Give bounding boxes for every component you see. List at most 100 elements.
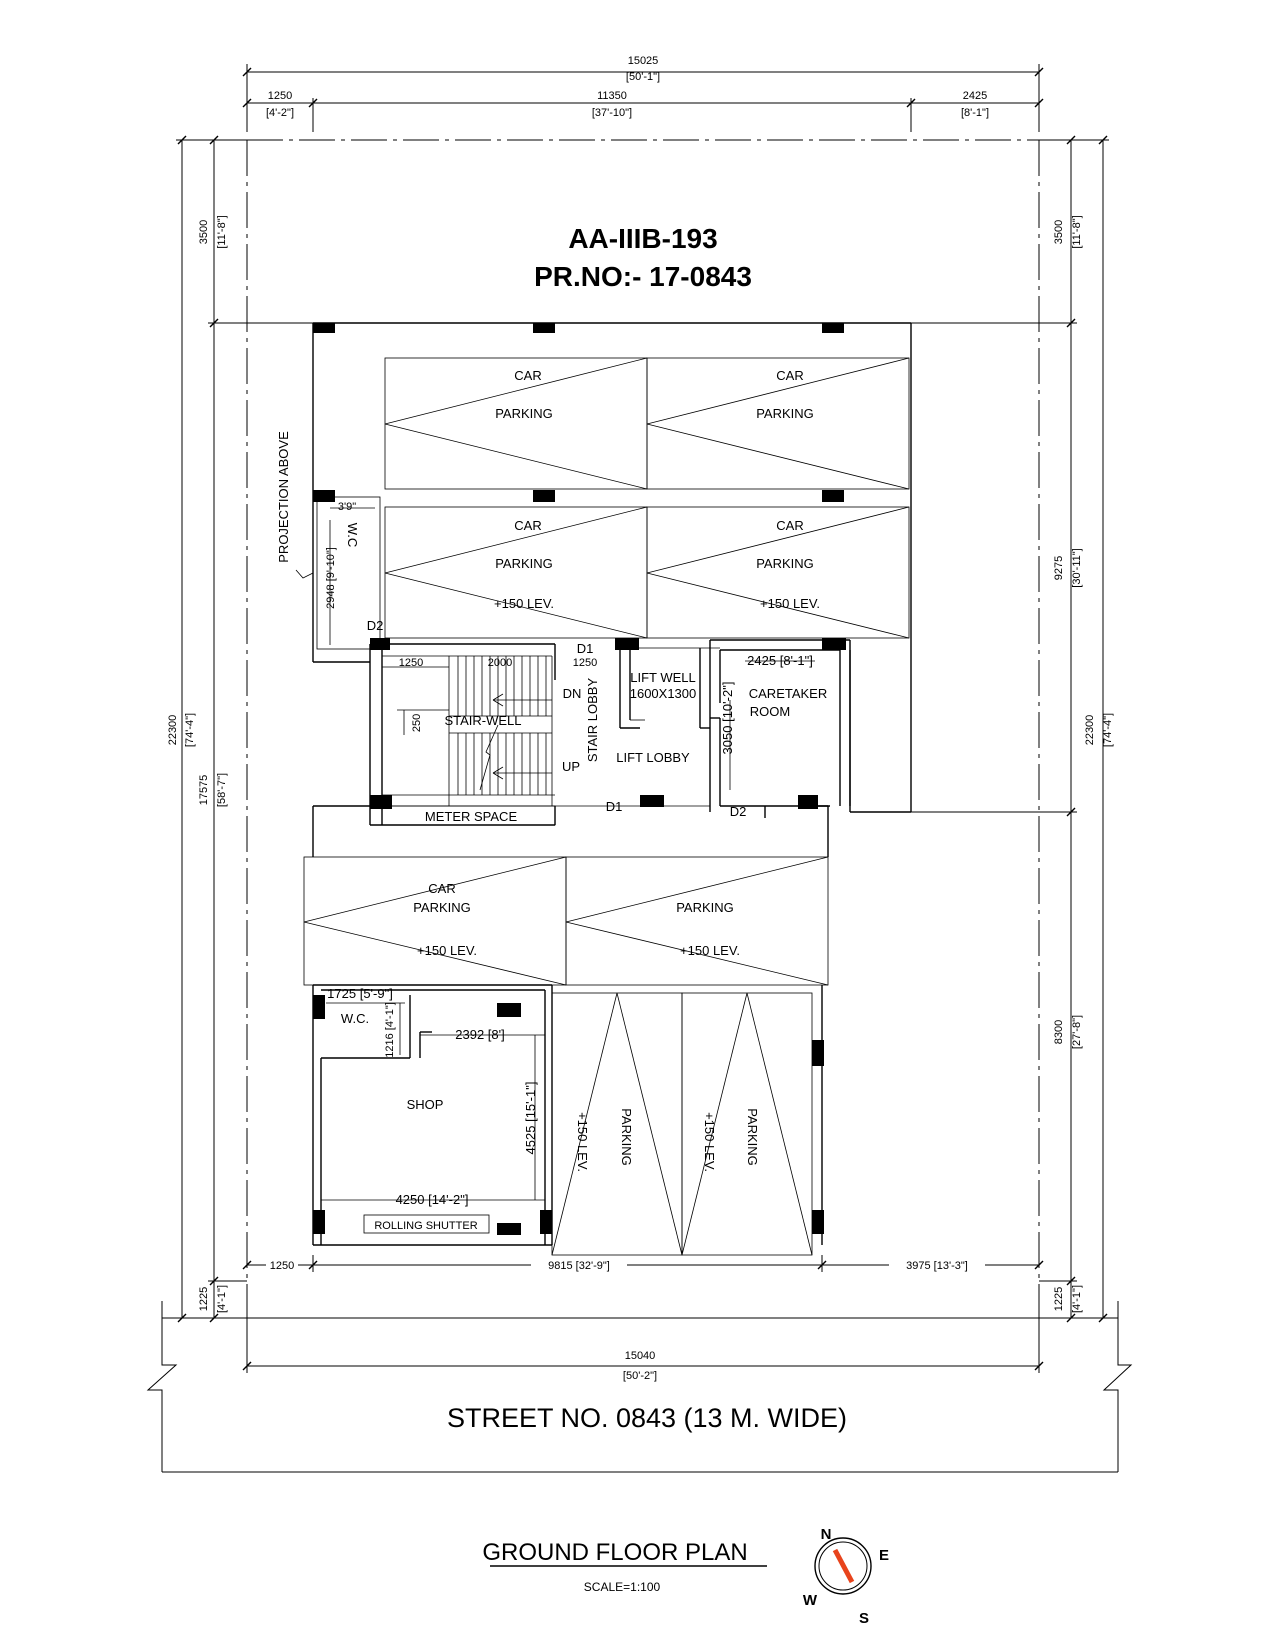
- right-dimension-lines: [911, 135, 1109, 1323]
- label-door-d1-upper: D1: [577, 641, 594, 656]
- dim-stair-1250-right: 1250: [573, 657, 597, 669]
- dim-stair-2000: 2000: [488, 657, 512, 669]
- label-parking-1: PARKING: [495, 406, 553, 421]
- drawing-title: GROUND FLOOR PLAN: [482, 1539, 747, 1566]
- dim-bottom-right: 3975 [13'-3"]: [906, 1260, 968, 1272]
- dim-stair-250: 250: [411, 714, 423, 732]
- label-parking-2: PARKING: [756, 406, 814, 421]
- dim-bottom-left: 1250: [270, 1260, 294, 1272]
- dim-top-mid: 11350: [597, 90, 627, 102]
- upper-wc-walls: [316, 496, 381, 650]
- label-parking-7: PARKING: [619, 1108, 634, 1166]
- label-door-d2-lower: D2: [730, 804, 747, 819]
- dim-left-bottom: 1225: [198, 1287, 210, 1311]
- compass-icon: [814, 1537, 872, 1595]
- label-lift-well: LIFT WELL: [630, 670, 696, 685]
- label-caretaker: CARETAKER: [749, 686, 828, 701]
- dim-right-bottom: 1225: [1053, 1287, 1065, 1311]
- label-projection-above: PROJECTION ABOVE: [276, 431, 291, 563]
- label-wc-upper-height: 2948 [9'-10"]: [325, 547, 337, 609]
- label-stair-lobby: STAIR LOBBY: [585, 678, 600, 763]
- label-parking-3: PARKING: [495, 556, 553, 571]
- label-rolling-shutter: ROLLING SHUTTER: [374, 1220, 477, 1232]
- dim-wc-lower-height: 1216 [4'-1"]: [384, 1002, 396, 1058]
- dim-wc-lower-width: 1725 [5'-9"]: [327, 986, 393, 1001]
- label-door-d1-lower: D1: [606, 799, 623, 814]
- dim-top-overall: 15025: [628, 55, 659, 67]
- dim-caretaker-width: 2425 [8'-1"]: [747, 653, 813, 668]
- label-parking-6: PARKING: [676, 900, 734, 915]
- dim-caretaker-height: 3050 [10'-2"]: [720, 682, 735, 755]
- lift-well-walls: [618, 640, 720, 812]
- pr-number: PR.NO:- 17-0843: [534, 261, 752, 292]
- dim-top-left: 1250: [268, 90, 292, 102]
- label-shop: SHOP: [407, 1097, 444, 1112]
- label-dn: DN: [563, 686, 582, 701]
- label-wc-upper-width: 3'9": [338, 501, 356, 513]
- label-lev-8: +150 LEV.: [702, 1112, 717, 1172]
- dim-street-width-ft: [50'-2"]: [623, 1370, 657, 1382]
- label-stair-well: STAIR-WELL: [444, 713, 521, 728]
- dim-top-right-ft: [8'-1"]: [961, 107, 989, 119]
- label-lev-4: +150 LEV.: [760, 596, 820, 611]
- label-car-1: CAR: [514, 368, 541, 383]
- label-door-d2-upper: D2: [367, 618, 384, 633]
- dim-stair-1250-left: 1250: [399, 657, 423, 669]
- label-lev-6: +150 LEV.: [680, 943, 740, 958]
- label-lev-3: +150 LEV.: [494, 596, 554, 611]
- dim-left-top: 3500: [198, 220, 210, 244]
- dim-left-overall-ft: [74'-4"]: [184, 713, 196, 747]
- compass-n: N: [821, 1526, 832, 1543]
- dim-right-top-ft: [11'-8"]: [1071, 215, 1083, 248]
- dim-right-top: 3500: [1053, 220, 1065, 244]
- dim-shop-width: 4250 [14'-2"]: [396, 1192, 469, 1207]
- plot-id: AA-IIIB-193: [568, 223, 717, 254]
- street: [146, 1301, 1133, 1473]
- label-lift-lobby: LIFT LOBBY: [616, 750, 690, 765]
- projection-leader: [295, 569, 314, 579]
- top-dimension-lines: [242, 64, 1044, 132]
- dim-bottom-mid: 9815 [32'-9"]: [548, 1260, 610, 1272]
- label-car-3: CAR: [514, 518, 541, 533]
- dim-left-top-ft: [11'-8"]: [216, 215, 228, 248]
- dim-left-bottom-ft: [4'-1"]: [216, 1285, 228, 1313]
- left-dimension-lines: [176, 135, 313, 1323]
- label-car-2: CAR: [776, 368, 803, 383]
- dim-top-right: 2425: [963, 90, 987, 102]
- label-up: UP: [562, 759, 580, 774]
- dim-left-overall: 22300: [167, 715, 179, 746]
- dim-shop-height: 4525 [15'-1"]: [523, 1082, 538, 1155]
- dim-right-overall: 22300: [1084, 715, 1096, 746]
- label-parking-5: PARKING: [413, 900, 471, 915]
- drawing-scale: SCALE=1:100: [584, 1580, 661, 1594]
- middle-parking-bays: [303, 856, 829, 986]
- label-car-4: CAR: [776, 518, 803, 533]
- dim-right-mid: 9275: [1053, 556, 1065, 580]
- compass-s: S: [859, 1610, 869, 1627]
- dim-top-overall-ft: [50'-1"]: [626, 71, 660, 83]
- compass-w: W: [803, 1592, 818, 1609]
- street-name: STREET NO. 0843 (13 M. WIDE): [447, 1403, 847, 1433]
- dim-top-left-ft: [4'-2"]: [266, 107, 294, 119]
- label-parking-8: PARKING: [745, 1108, 760, 1166]
- label-meter-space: METER SPACE: [425, 809, 518, 824]
- plot-boundary: [246, 139, 1040, 1318]
- label-caretaker-room: ROOM: [750, 704, 790, 719]
- structural-columns: [313, 323, 846, 1235]
- dim-right-overall-ft: [74'-4"]: [1102, 713, 1114, 747]
- compass-e: E: [879, 1547, 889, 1564]
- meter-space-box: [381, 805, 556, 826]
- dim-right-mid-ft: [30'-11"]: [1071, 548, 1083, 587]
- label-lift-size: 1600X1300: [630, 686, 697, 701]
- label-parking-4: PARKING: [756, 556, 814, 571]
- label-wc-upper: W.C: [345, 523, 360, 548]
- dim-shop-2392: 2392 [8']: [455, 1027, 504, 1042]
- dim-street-width: 15040: [625, 1350, 656, 1362]
- dim-right-lower-ft: [27'-8"]: [1071, 1015, 1083, 1049]
- dim-right-lower: 8300: [1053, 1020, 1065, 1044]
- caretaker-room-walls: [710, 639, 851, 818]
- dim-top-mid-ft: [37'-10"]: [592, 107, 632, 119]
- lower-parking-bays: [551, 985, 823, 1256]
- dim-left-mid: 17575: [198, 775, 210, 806]
